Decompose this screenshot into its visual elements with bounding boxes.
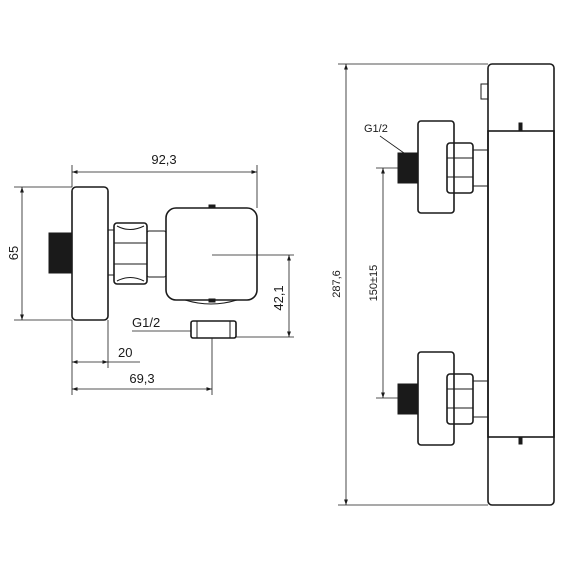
outlet-fitting [190, 320, 237, 339]
dim-outlet-dist: 69,3 [129, 371, 154, 386]
dim-total-height: 287,6 [331, 270, 343, 298]
wall-rosette [71, 186, 109, 321]
top-nub [480, 83, 489, 100]
bottom-mark [518, 436, 523, 445]
lower-connection [397, 351, 489, 446]
dim-offset: 20 [118, 345, 132, 360]
dim-outlet-height: 42,1 [271, 285, 286, 310]
dim-centres: 150±15 [368, 265, 380, 302]
connector-stem [107, 229, 115, 276]
front-view: G1/2 150±15 287,6 [331, 63, 555, 506]
hex-nut [113, 222, 148, 285]
dim-height: 65 [6, 246, 21, 260]
upper-connection [397, 120, 489, 214]
thread-label-inlet: G1/2 [364, 123, 388, 135]
neck [146, 230, 167, 278]
thread-label-outlet: G1/2 [132, 315, 160, 330]
body-bottom-arc [184, 299, 238, 305]
wall-plug [48, 232, 73, 274]
body-top-mark [208, 204, 216, 209]
thermostat-core [487, 130, 555, 438]
body-bottom-mark [208, 298, 216, 303]
top-mark [518, 122, 523, 131]
dim-total-width: 92,3 [151, 152, 176, 167]
mixer-body [165, 207, 258, 301]
side-view: 92,3 65 42,1 G1/2 20 69,3 [6, 152, 294, 395]
